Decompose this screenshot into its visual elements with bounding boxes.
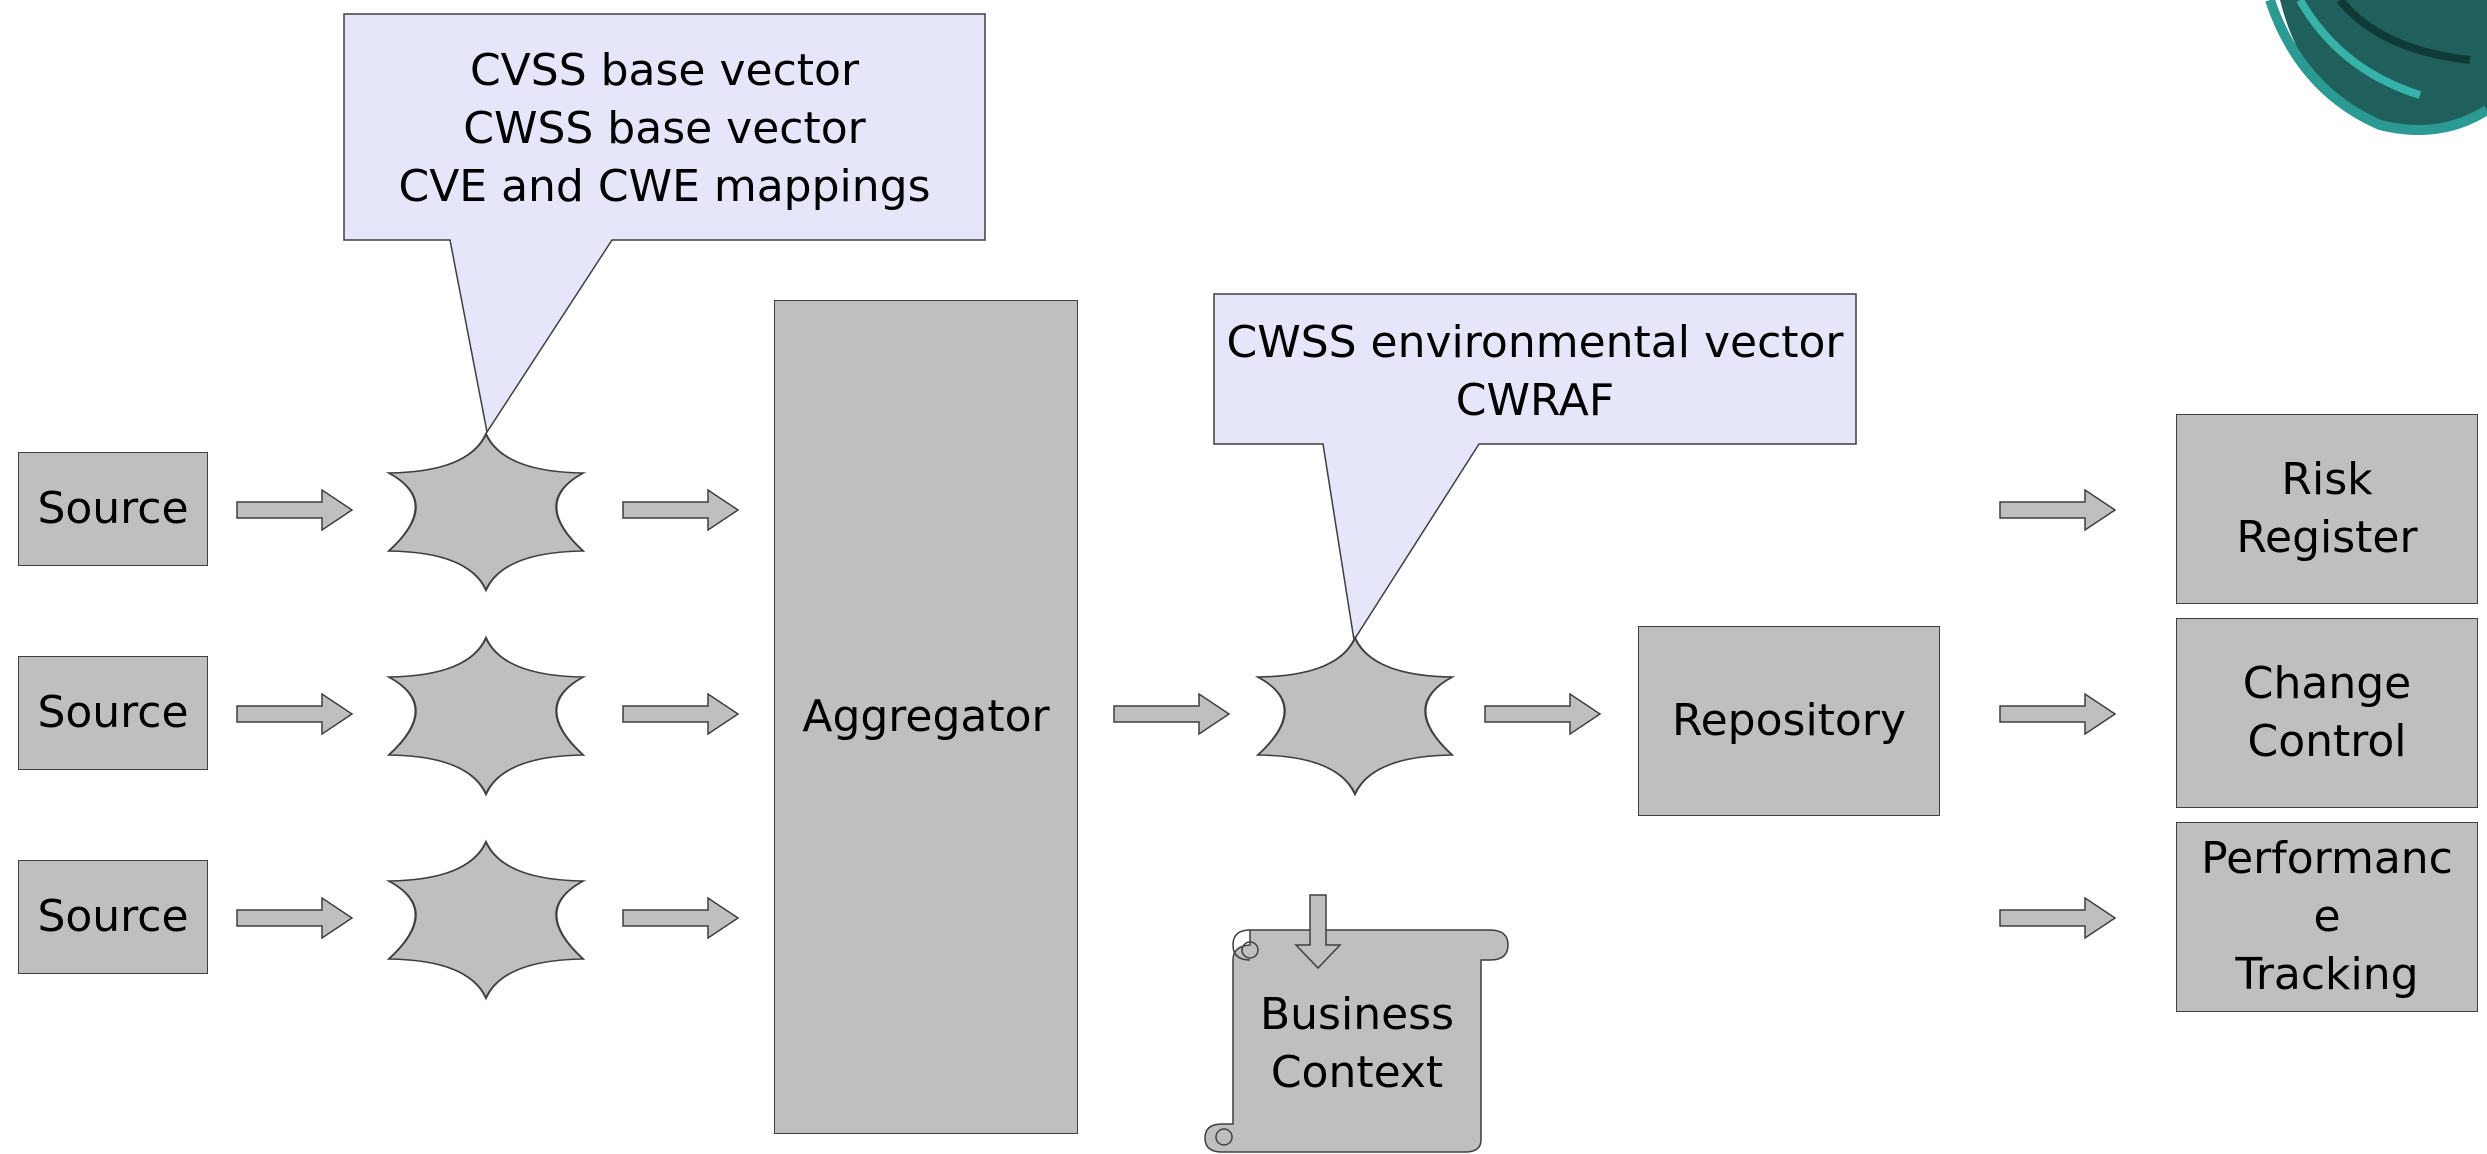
business-context-text: Business Context [1233, 986, 1481, 1102]
repository-box: Repository [1638, 626, 1940, 816]
output-label-2-line-2: Control [2247, 716, 2407, 767]
business-context-line-1: Business [1259, 989, 1455, 1040]
arrow-to-risk-register [1999, 489, 2116, 531]
arrow-aggregator-star [1113, 693, 1230, 735]
repository-label: Repository [1672, 695, 1906, 746]
callout-top-shape [343, 13, 986, 434]
aggregator-label: Aggregator [802, 691, 1050, 742]
output-label-1-line-2: Register [2236, 512, 2418, 563]
output-label-1-line-1: Risk [2281, 454, 2373, 505]
output-box-change-control: Change Control [2176, 618, 2478, 808]
source-box-1: Source [18, 452, 208, 566]
output-label-3-line-1: Performanc [2201, 833, 2453, 884]
arrow-star-repository [1484, 693, 1601, 735]
arrow-star2-aggregator [622, 693, 739, 735]
callout-mid-line-2: CWRAF [1455, 375, 1615, 426]
logo-cable-icon [2150, 0, 2487, 135]
arrow-source1-star [236, 489, 353, 531]
process-star-3 [387, 840, 585, 1000]
callout-mid-text: CWSS environmental vector CWRAF [1214, 314, 1856, 430]
source-box-2: Source [18, 656, 208, 770]
source-label-1: Source [37, 483, 189, 534]
aggregator-box: Aggregator [774, 300, 1078, 1134]
arrow-source3-star [236, 897, 353, 939]
callout-top-line-3: CVE and CWE mappings [398, 161, 931, 212]
callout-mid-shape [1213, 293, 1857, 643]
source-label-3: Source [37, 891, 189, 942]
arrow-star3-aggregator [622, 897, 739, 939]
arrow-star1-aggregator [622, 489, 739, 531]
output-box-risk-register: Risk Register [2176, 414, 2478, 604]
callout-top-line-1: CVSS base vector [469, 45, 860, 96]
arrow-context-up [1294, 894, 1342, 970]
callout-top-text: CVSS base vector CWSS base vector CVE an… [344, 42, 985, 216]
callout-mid-line-1: CWSS environmental vector [1226, 317, 1844, 368]
output-label-3-line-3: Tracking [2235, 949, 2419, 1000]
output-label-2-line-1: Change [2242, 658, 2412, 709]
source-label-2: Source [37, 687, 189, 738]
output-box-performance-tracking: Performanc e Tracking [2176, 822, 2478, 1012]
output-label-3-line-2: e [2313, 891, 2341, 942]
process-star-2 [387, 636, 585, 796]
arrow-to-change-control [1999, 693, 2116, 735]
process-star-1 [387, 432, 585, 592]
arrow-source2-star [236, 693, 353, 735]
callout-top-line-2: CWSS base vector [463, 103, 866, 154]
business-context-line-2: Context [1270, 1047, 1444, 1098]
arrow-to-performance-tracking [1999, 897, 2116, 939]
business-context-scroll [1204, 929, 1509, 1153]
process-star-mid [1256, 636, 1454, 796]
source-box-3: Source [18, 860, 208, 974]
